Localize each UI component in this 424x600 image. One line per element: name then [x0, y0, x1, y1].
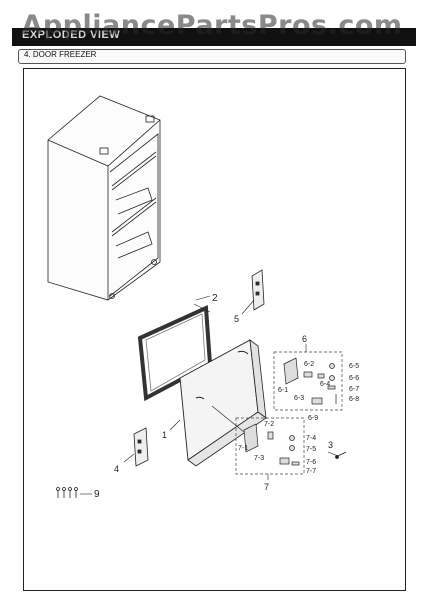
watermark: AppliancePartsPros.com — [21, 10, 403, 41]
callout-6-6: 6-6 — [349, 375, 359, 382]
callout-5: 5 — [234, 314, 239, 324]
bottom-hinge-bracket — [133, 427, 149, 467]
screws-set — [56, 487, 78, 498]
assembly-7-box — [235, 417, 305, 475]
callout-6-5: 6-5 — [349, 363, 359, 370]
subsection-bar — [18, 49, 406, 64]
callout-6-1: 6-1 — [278, 387, 288, 394]
section-title: EXPLODED VIEW — [22, 29, 121, 41]
callout-7-7: 7-7 — [306, 468, 316, 475]
callout-6-4: 6-4 — [320, 381, 330, 388]
refrigerator-cabinet — [47, 95, 161, 301]
assembly-7-parts — [243, 423, 300, 466]
callout-3: 3 — [328, 440, 333, 450]
callout-2: 2 — [212, 293, 218, 304]
callout-7-2: 7-2 — [264, 421, 274, 428]
callout-6: 6 — [302, 334, 307, 344]
callout-4: 4 — [114, 464, 119, 474]
callout-7-4: 7-4 — [306, 435, 316, 442]
callout-6-8: 6-8 — [349, 396, 359, 403]
subsection-title: 4. DOOR FREEZER — [24, 50, 97, 59]
callout-labels: 2 5 1 4 6 6-1 6-2 6-3 6-4 6-5 6-6 6-7 6-… — [94, 293, 359, 500]
assembly-6-parts — [283, 357, 337, 405]
header-bar — [12, 28, 416, 46]
callout-7-1: 7-1 — [238, 445, 248, 452]
callout-1: 1 — [162, 430, 167, 440]
callout-9: 9 — [94, 489, 100, 500]
callout-7-6: 7-6 — [306, 459, 316, 466]
callout-6-7: 6-7 — [349, 386, 359, 393]
leader-lines — [80, 295, 339, 495]
callout-7: 7 — [264, 482, 269, 492]
screw-3 — [335, 451, 347, 459]
callout-7-5: 7-5 — [306, 446, 316, 453]
callout-7-3: 7-3 — [254, 455, 264, 462]
callout-6-9: 6-9 — [308, 415, 318, 422]
callout-6-2: 6-2 — [304, 361, 314, 368]
top-hinge-bracket — [251, 269, 265, 311]
callout-6-3: 6-3 — [294, 395, 304, 402]
assembly-6-box — [273, 351, 343, 411]
